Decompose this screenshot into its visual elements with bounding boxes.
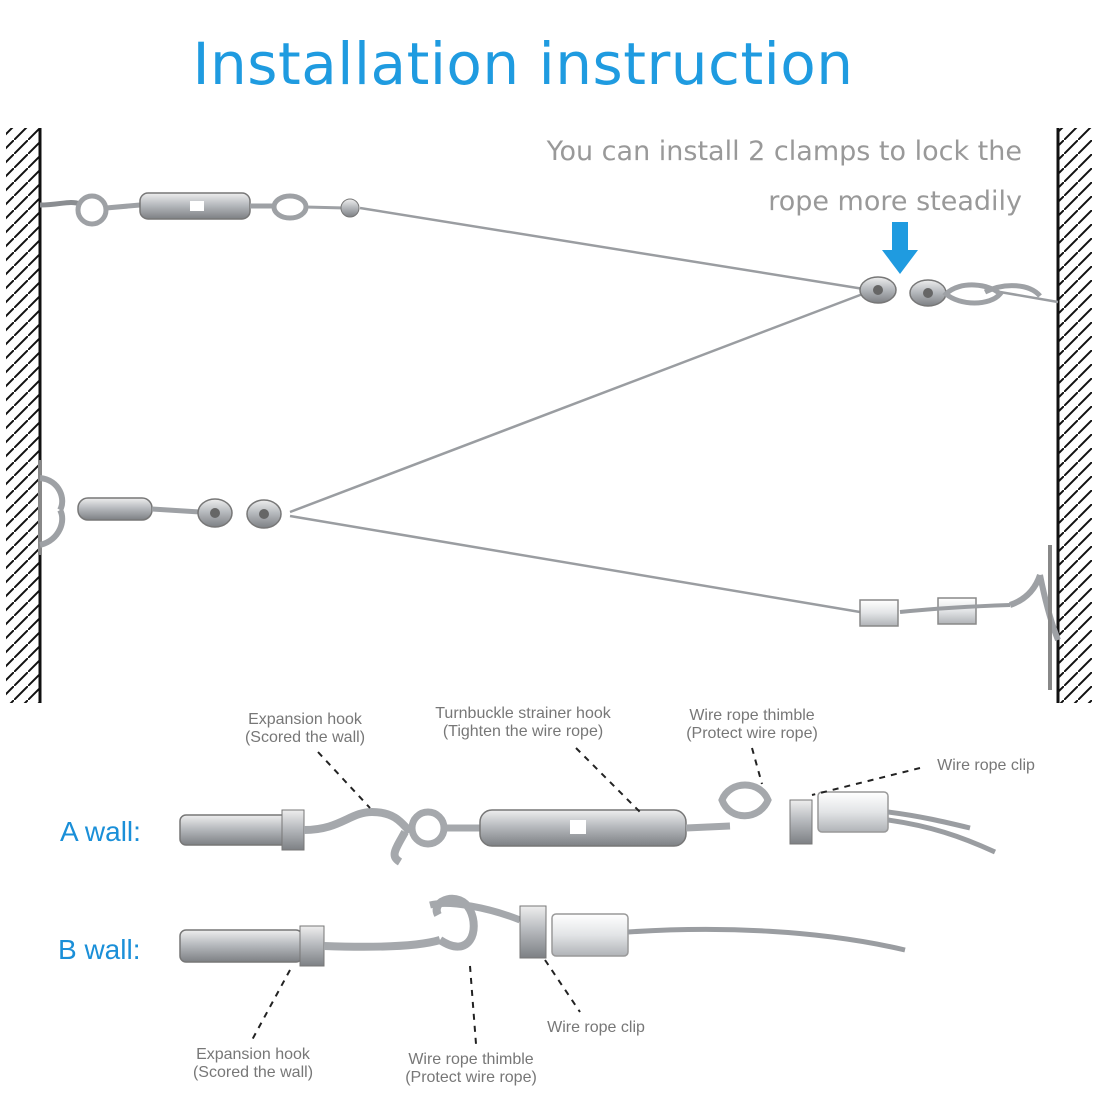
top-turnbuckle bbox=[39, 192, 360, 227]
b-wall-label: B wall: bbox=[58, 934, 141, 965]
a-clip-title: Wire rope clip bbox=[937, 757, 1035, 774]
b-expansion-hook-title: Expansion hook bbox=[196, 1046, 310, 1063]
a-expansion-hook-sub: (Scored the wall) bbox=[244, 729, 366, 746]
page-title: Installation instruction bbox=[192, 30, 854, 98]
top-right-clamps bbox=[859, 276, 1042, 307]
b-wall-assembly bbox=[179, 894, 906, 967]
left-wall bbox=[6, 128, 42, 703]
a-expansion-hook-title: Expansion hook bbox=[248, 711, 362, 728]
left-middle-clamps bbox=[38, 460, 282, 555]
a-thimble-label: Wire rope thimble (Protect wire rope) bbox=[664, 707, 840, 743]
b-expansion-hook-sub: (Scored the wall) bbox=[192, 1064, 314, 1081]
a-expansion-hook-label: Expansion hook (Scored the wall) bbox=[220, 711, 390, 747]
wire-ropes bbox=[289, 206, 1059, 614]
b-clip-label: Wire rope clip bbox=[534, 1019, 658, 1037]
right-wall bbox=[1056, 128, 1092, 703]
down-arrow-icon bbox=[882, 222, 918, 274]
a-turnbuckle-sub: (Tighten the wire rope) bbox=[442, 723, 604, 740]
note-line-2: rope more steadily bbox=[768, 186, 1022, 217]
a-thimble-title: Wire rope thimble bbox=[689, 707, 815, 724]
leader-lines bbox=[251, 747, 921, 1045]
a-thimble-sub: (Protect wire rope) bbox=[686, 725, 818, 742]
b-clip-title: Wire rope clip bbox=[547, 1019, 645, 1036]
a-wall-assembly bbox=[179, 781, 997, 866]
b-thimble-title: Wire rope thimble bbox=[408, 1051, 534, 1068]
b-thimble-label: Wire rope thimble (Protect wire rope) bbox=[386, 1051, 556, 1087]
note-line-1: You can install 2 clamps to lock the bbox=[546, 136, 1022, 167]
a-turnbuckle-label: Turnbuckle strainer hook (Tighten the wi… bbox=[412, 705, 634, 741]
a-clip-label: Wire rope clip bbox=[924, 757, 1048, 775]
a-wall-label: A wall: bbox=[60, 816, 141, 847]
a-turnbuckle-title: Turnbuckle strainer hook bbox=[435, 705, 611, 722]
right-bottom-clips bbox=[859, 545, 1061, 690]
b-thimble-sub: (Protect wire rope) bbox=[405, 1069, 537, 1086]
b-expansion-hook-label: Expansion hook (Scored the wall) bbox=[170, 1046, 336, 1082]
